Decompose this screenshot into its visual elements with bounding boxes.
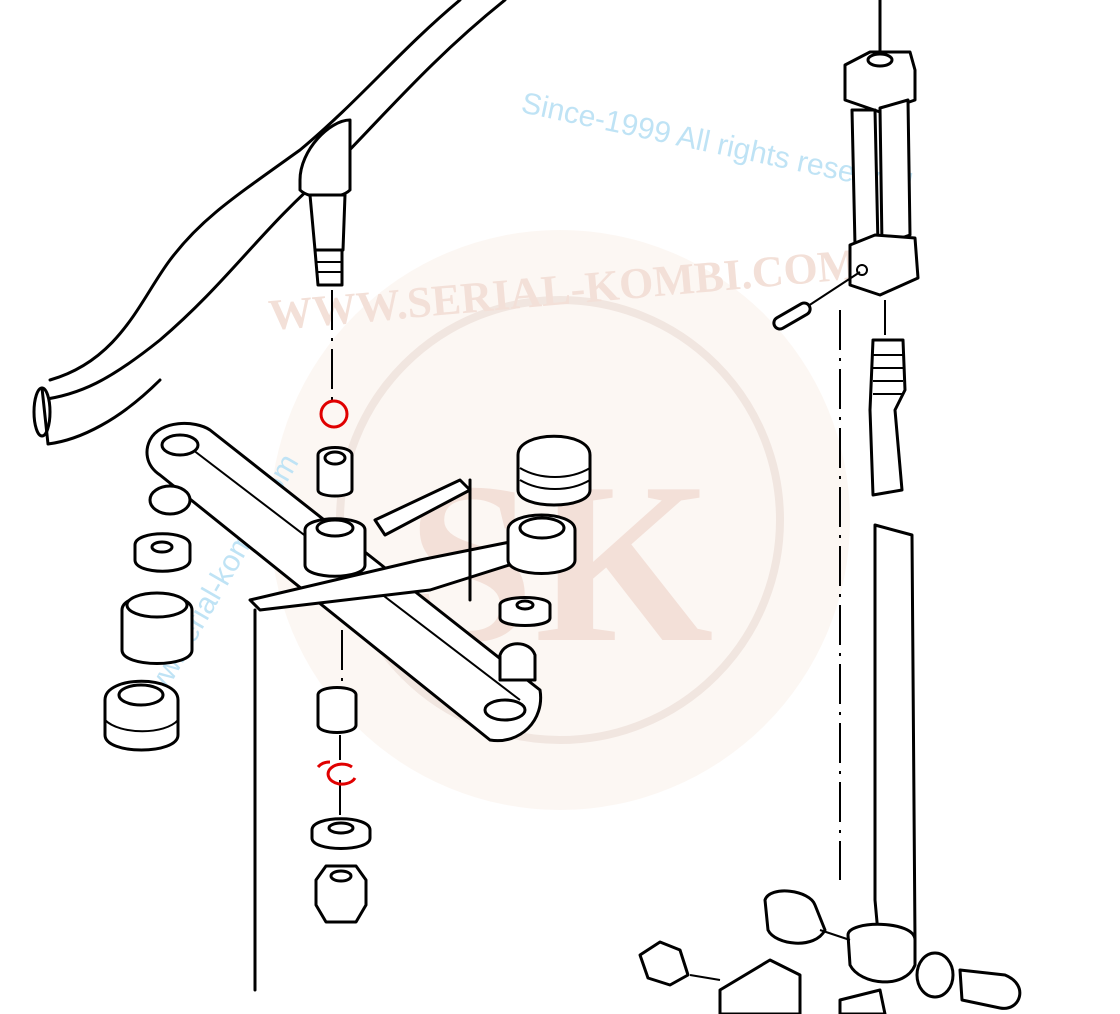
right-bushings: [498, 434, 592, 682]
left-bushings: [103, 484, 194, 752]
circlip-lower: [316, 760, 357, 786]
lower-stack: [310, 630, 372, 924]
shift-lever: [638, 0, 1022, 1014]
shift-rod: [32, 0, 507, 446]
bolt: [298, 118, 352, 400]
circlip-upper: [319, 399, 349, 429]
crossbar-linkage: [145, 421, 543, 992]
